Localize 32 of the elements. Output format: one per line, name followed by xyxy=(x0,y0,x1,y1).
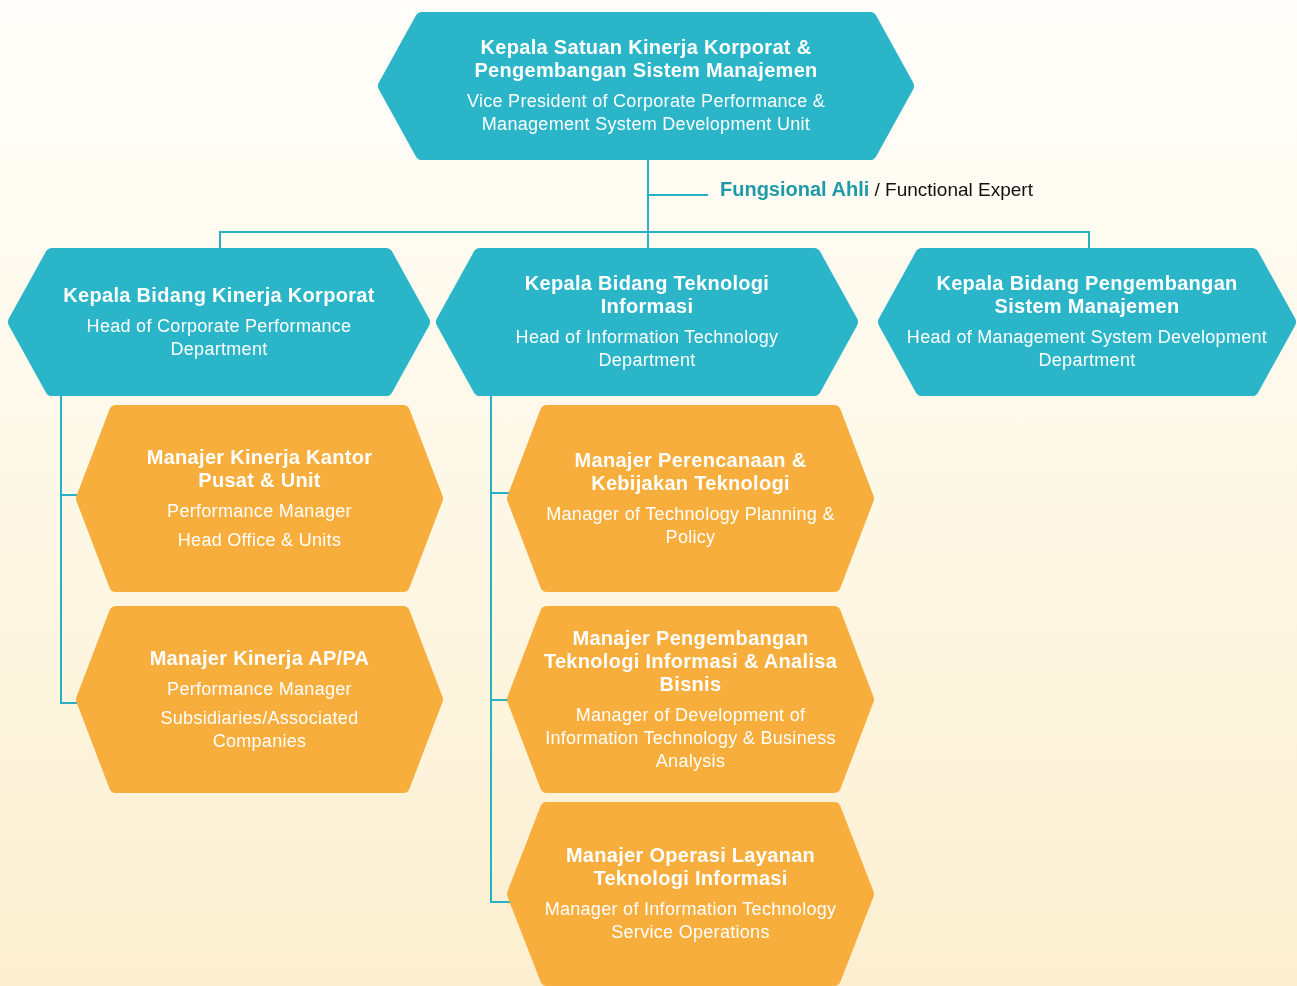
position-subtitle: Subsidiaries/Associated Companies xyxy=(159,706,360,753)
position-title: Kepala Satuan Kinerja Korporat & Pengembangan Sistem Manajemen xyxy=(473,36,819,82)
hexagon-box xyxy=(878,248,1296,396)
hexagon-box xyxy=(507,606,874,793)
position-title: Manajer Kinerja Kantor Pusat & Unit xyxy=(145,445,374,492)
position-subtitle: Performance Manager xyxy=(167,499,352,523)
position-subtitle: Head of Information Technology Department xyxy=(514,326,780,372)
hexagon-box xyxy=(76,405,443,592)
hexagon-box xyxy=(507,802,874,986)
position-subtitle: Head of Corporate Performance Department xyxy=(85,314,353,361)
annotation-text: Fungsional Ahli / Functional Expert xyxy=(720,178,1033,201)
position-title: Manajer Kinerja AP/PA xyxy=(149,646,370,670)
position-subtitle: Manager of Technology Planning & Policy xyxy=(545,502,836,549)
position-title: Kepala Bidang Teknologi Informasi xyxy=(523,272,771,318)
position-title: Manajer Operasi Layanan Teknologi Informasi xyxy=(564,844,817,890)
position-subtitle: Manager of Development of Information Technology & Business Analysis xyxy=(544,703,837,773)
position-title: Kepala Bidang Pengembangan Sistem Manajemen xyxy=(935,272,1239,318)
connector-line xyxy=(60,394,80,704)
hexagon-box xyxy=(436,248,858,396)
position-subtitle: Head of Management System Development Department xyxy=(905,326,1269,372)
position-title: Kepala Bidang Kinerja Korporat xyxy=(63,283,375,307)
position-title: Manajer Pengembangan Teknologi Informasi & Analisa Bisnis xyxy=(542,626,839,696)
position-subtitle: Manager of Information Technology Service Operations xyxy=(543,898,838,944)
connector-line xyxy=(647,159,1090,250)
hexagon-box xyxy=(378,12,914,160)
hexagon-box xyxy=(76,606,443,793)
position-subtitle: Head Office & Units xyxy=(177,528,342,552)
position-subtitle: Performance Manager xyxy=(167,677,352,701)
position-subtitle: Vice President of Corporate Performance & Management System Development Unit xyxy=(465,90,827,136)
hexagon-box xyxy=(8,248,430,396)
position-title: Manajer Perencanaan & Kebijakan Teknologi xyxy=(573,448,808,495)
hexagon-box xyxy=(507,405,874,592)
